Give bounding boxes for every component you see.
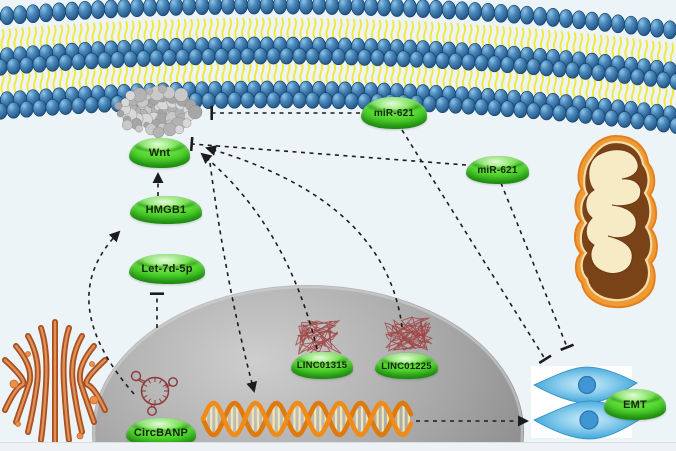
lncrna-structure-icon	[294, 319, 342, 355]
dna-helix	[200, 400, 414, 438]
interaction-edges	[88, 106, 575, 427]
node-linc01315: LINC01315	[291, 352, 353, 379]
node-let7d5p-label: Let-7d-5p	[141, 263, 193, 275]
node-linc01225: LINC01225	[375, 353, 438, 379]
node-mir621-upper-label: miR-621	[373, 107, 415, 119]
node-wnt: Wnt	[129, 138, 190, 168]
node-emt: EMT	[604, 389, 666, 420]
circular-rna-icon	[130, 370, 178, 416]
node-wnt-label: Wnt	[148, 147, 171, 159]
node-circbanp-label: CircBANP	[133, 426, 189, 439]
node-linc01315-label: LINC01315	[296, 360, 348, 371]
protein-complex	[114, 84, 203, 139]
edge-mir621-right-inhibits-wnt	[189, 136, 467, 166]
edge-wnt-promotes-dna	[209, 162, 258, 393]
figure-bottom-strip	[0, 442, 676, 451]
plasma-membrane	[0, 0, 676, 134]
node-hmgb1-label: HMGB1	[145, 204, 187, 216]
node-mir621-upper: miR-621	[361, 97, 427, 129]
edge-linc01315-promotes-wnt	[200, 152, 318, 350]
node-mir621-right: miR-621	[466, 156, 529, 184]
mitochondrion	[574, 134, 658, 309]
edge-mir621-right-inhibits-emt-cells	[500, 182, 575, 352]
node-hmgb1: HMGB1	[130, 196, 202, 224]
edge-mir621-upper-inhibits-emt-cells	[401, 129, 552, 365]
node-mir621-right-label: miR-621	[477, 164, 518, 176]
node-let7d5p: Let-7d-5p	[129, 254, 205, 284]
golgi-apparatus	[2, 319, 108, 449]
node-emt-label: EMT	[623, 398, 647, 411]
edge-circbanp-promotes-hmgb1	[88, 230, 135, 395]
node-linc01225-label: LINC01225	[381, 360, 432, 372]
lncrna-structure-icon	[384, 316, 433, 352]
